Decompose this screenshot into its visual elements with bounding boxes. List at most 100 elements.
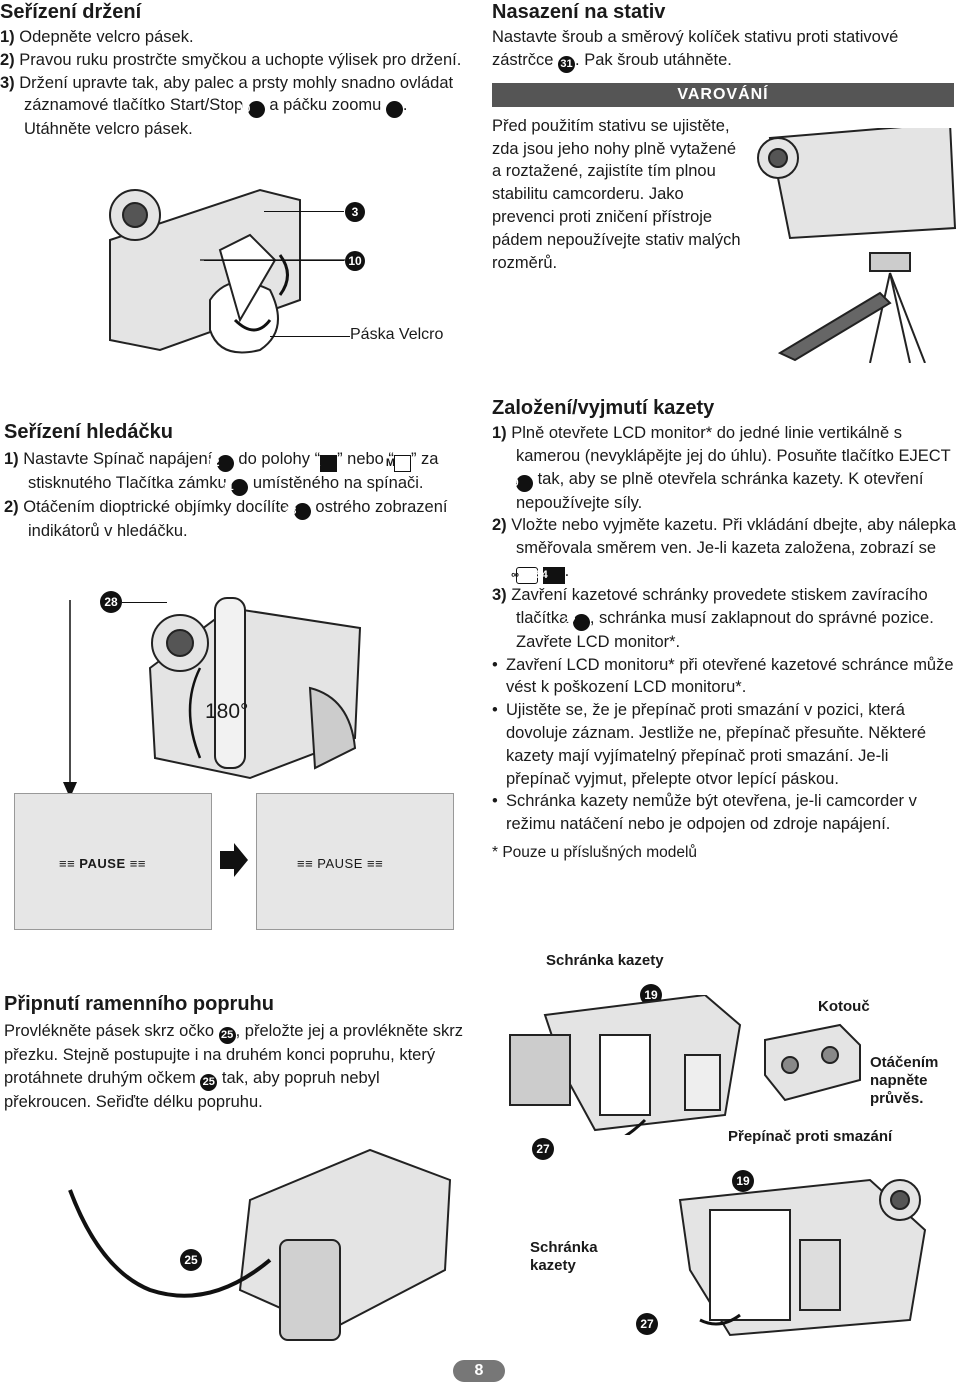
step-number: 1) <box>492 424 507 442</box>
viewfinder-section: Seřízení hledáčku 1) Nastavte Spínač nap… <box>4 420 474 543</box>
cassette-steps: 1) Plně otevřete LCD monitor* do jedné l… <box>492 422 957 865</box>
list-item: Schránka kazety nemůže být otevřena, je-… <box>492 790 957 836</box>
cassette-step-1: 1) Plně otevřete LCD monitor* do jedné l… <box>492 422 957 514</box>
tripod-illustration <box>757 128 957 363</box>
step-number: 3) <box>492 585 507 604</box>
strap-text: Provlékněte pásek skrz očko 25, přeložte… <box>4 1020 469 1114</box>
grip-step-2: 2) Pravou ruku prostrčte smyčkou a uchop… <box>0 49 470 72</box>
cassette-title: Založení/vyjmutí kazety <box>492 397 715 419</box>
cassette-notes: Zavření LCD monitoru* při otevřené kazet… <box>492 654 957 836</box>
grip-title: Seřízení držení <box>0 1 142 23</box>
pause-label: PAUSE <box>79 856 126 871</box>
fig-ref-marker: 28 <box>100 591 122 613</box>
leader-line <box>204 260 344 261</box>
viewfinder-step-2: 2) Otáčením dioptrické objímky docílíte … <box>4 496 474 543</box>
tripod-text: Nastavte šroub a směrový kolíček stativu… <box>492 26 957 73</box>
pause-label: PAUSE <box>317 856 363 871</box>
step-text: tak, aby se plně otevřela schránka kazet… <box>516 469 924 512</box>
viewfinder-display-after: ≡≡ PAUSE ≡≡ <box>256 793 454 930</box>
label-tighten-slack: Otáčením napněte průvěs. <box>870 1054 939 1107</box>
step-number: 2) <box>4 498 19 516</box>
fig-ref-marker: 19 <box>732 1170 754 1192</box>
step-text: Odepněte velcro pásek. <box>19 28 194 46</box>
cassette-tape-illustration <box>764 1023 861 1102</box>
arrow-right-icon <box>220 843 248 877</box>
step-text: Vložte nebo vyjměte kazetu. Při vkládání… <box>511 516 957 558</box>
strap-illustration <box>68 1148 452 1341</box>
grip-steps: 1) Odepněte velcro pásek. 2) Pravou ruku… <box>0 26 470 141</box>
warning-text: Před použitím stativu se ujistěte, zda j… <box>492 116 741 272</box>
grip-step-3: 3) Držení upravte tak, aby palec a prsty… <box>0 72 470 142</box>
step-text: Nastavte Spínač napájení <box>23 450 213 468</box>
ref-marker: 19 <box>506 474 533 492</box>
step-text: ” za stisknutého Tlačítka zámku <box>28 450 439 492</box>
angle-label: 180° <box>205 700 249 723</box>
step-number: 2) <box>0 50 15 69</box>
label-cassette-holder-2: Schránka kazety <box>530 1239 598 1274</box>
fig-ref-marker: 3 <box>345 202 365 222</box>
mode-m-icon: M <box>386 455 411 472</box>
step-number: 2) <box>492 516 507 535</box>
viewfinder-illustration <box>148 597 362 780</box>
viewfinder-steps: 1) Nastavte Spínač napájení 12 do polohy… <box>4 448 474 543</box>
ref-marker: 3 <box>379 101 403 119</box>
label-cassette-holder: Schránka kazety <box>546 952 664 969</box>
step-text: . Utáhněte velcro pásek. <box>24 96 408 139</box>
ref-marker: 10 <box>238 101 265 119</box>
grip-illustration <box>109 188 345 354</box>
ref-marker: 27 <box>563 613 590 631</box>
step-text: Držení upravte tak, aby palec a prsty mo… <box>19 73 454 115</box>
strap-title: Připnutí ramenního popruhu <box>4 993 274 1015</box>
step-number: 1) <box>0 28 15 46</box>
step-text: umístěného na spínači. <box>252 474 424 492</box>
cassette-step-3: 3) Zavření kazetové schránky provedete s… <box>492 584 957 654</box>
ref-marker: 25 <box>218 1027 236 1044</box>
page-number: 8 <box>453 1360 505 1382</box>
strap-text-c: tak, aby popruh nebyl překroucen. Seřiďt… <box>4 1068 380 1111</box>
step-text: ” nebo “ <box>337 450 394 468</box>
ref-marker: 31 <box>558 55 576 73</box>
cassette-section: Založení/vyjmutí kazety 1) Plně otevřete… <box>492 396 957 865</box>
tripod-text-b: . Pak šroub utáhněte. <box>575 50 732 69</box>
mode-a-icon: A <box>313 455 338 472</box>
step-text: Zavření kazetové schránky provedete stis… <box>511 585 928 627</box>
viewfinder-step-1: 1) Nastavte Spínač napájení 12 do polohy… <box>4 448 474 496</box>
step-number: 1) <box>4 450 19 468</box>
pause-indicator: ≡≡ PAUSE ≡≡ <box>297 856 384 871</box>
step-number: 3) <box>0 73 15 92</box>
grip-section: Seřízení držení 1) Odepněte velcro pásek… <box>0 0 470 141</box>
ref-marker: 12 <box>207 455 234 472</box>
ref-marker: 25 <box>200 1073 218 1091</box>
cassette-open-illustration <box>509 995 742 1135</box>
tripod-section: Nasazení na stativ Nastavte šroub a směr… <box>492 0 957 274</box>
grip-fig-caption: Páska Velcro <box>350 326 444 343</box>
cassette-icon: ∞ <box>511 566 538 584</box>
ref-marker: 28 <box>284 503 311 520</box>
step-text: , schránka musí zaklapnout do správné po… <box>516 608 934 651</box>
tripod-text-a: Nastavte šroub a směrový kolíček stativu… <box>492 28 899 69</box>
cassette-insert-illustration <box>678 1178 927 1337</box>
viewfinder-title: Seřízení hledáčku <box>4 421 173 443</box>
step-text: Pravou ruku prostrčte smyčkou a uchopte … <box>19 50 462 69</box>
ref-marker: 11 <box>222 479 249 496</box>
fig-ref-marker: 25 <box>180 1249 202 1271</box>
strap-section: Připnutí ramenního popruhu Provlékněte p… <box>4 992 469 1114</box>
page-ref: 54 <box>535 566 565 584</box>
fig-ref-marker: 27 <box>636 1313 658 1335</box>
list-item: Zavření LCD monitoru* při otevřené kazet… <box>492 654 957 700</box>
pause-indicator: ≡≡ PAUSE ≡≡ <box>59 856 146 871</box>
fig-ref-marker: 27 <box>532 1138 554 1160</box>
viewfinder-display-before: ≡≡ PAUSE ≡≡ <box>14 793 212 930</box>
step-text: Otáčením dioptrické objímky docílíte <box>23 498 290 516</box>
step-text: Plně otevřete LCD monitor* do jedné lini… <box>511 424 951 465</box>
step-text: a páčku zoomu <box>269 96 382 115</box>
step-text: do polohy “ <box>238 450 321 468</box>
strap-text-a: Provlékněte pásek skrz očko <box>4 1022 215 1040</box>
label-reel: Kotouč <box>818 998 870 1015</box>
fig-ref-marker: 10 <box>345 251 365 271</box>
step-text: ostrého zobrazení indikátorů v hledáčku. <box>28 498 448 540</box>
leader-line <box>264 211 344 212</box>
footnote: * Pouze u příslušných modelů <box>492 843 698 861</box>
strap-text-b: , přeložte jej a provlékněte skrz přezku… <box>4 1022 464 1087</box>
arrow-down-icon <box>63 600 77 798</box>
